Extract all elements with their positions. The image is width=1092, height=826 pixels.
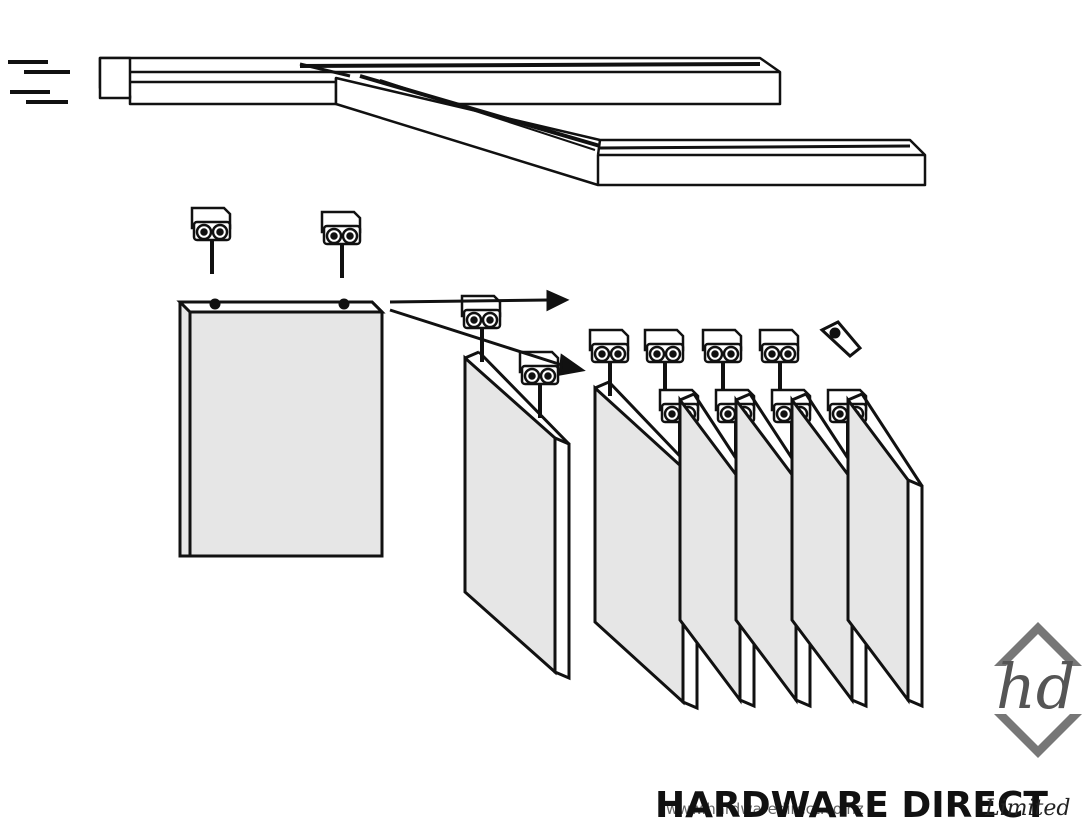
roller-carrier-1 (320, 210, 362, 278)
logo-monogram: hd (996, 650, 1076, 723)
brand-suffix: Limited (985, 796, 1071, 821)
diamond-chevron-logo-icon: hd (994, 622, 1082, 758)
door-panels (176, 298, 924, 711)
door-panel-folded-5 (846, 392, 924, 709)
door-panel-folded-0 (463, 350, 571, 681)
roller-carrier-0 (190, 206, 232, 274)
roller-carrier-3 (518, 350, 560, 418)
direction-arrows (389, 289, 586, 376)
roller-carrier-4 (588, 328, 630, 396)
roller-carrier-6 (701, 328, 743, 396)
folding-door-track-diagram (8, 56, 927, 711)
roller-carrier-7 (758, 328, 800, 396)
track-end-marks (8, 60, 70, 104)
brand-name: HARDWARE DIRECT (655, 785, 1048, 826)
door-panel-front (176, 298, 386, 558)
end-pivot (819, 320, 863, 358)
roller-carrier-5 (643, 328, 685, 396)
brand-url: www.hardwaredirect.co.nz (666, 800, 864, 818)
overhead-track (98, 56, 927, 187)
